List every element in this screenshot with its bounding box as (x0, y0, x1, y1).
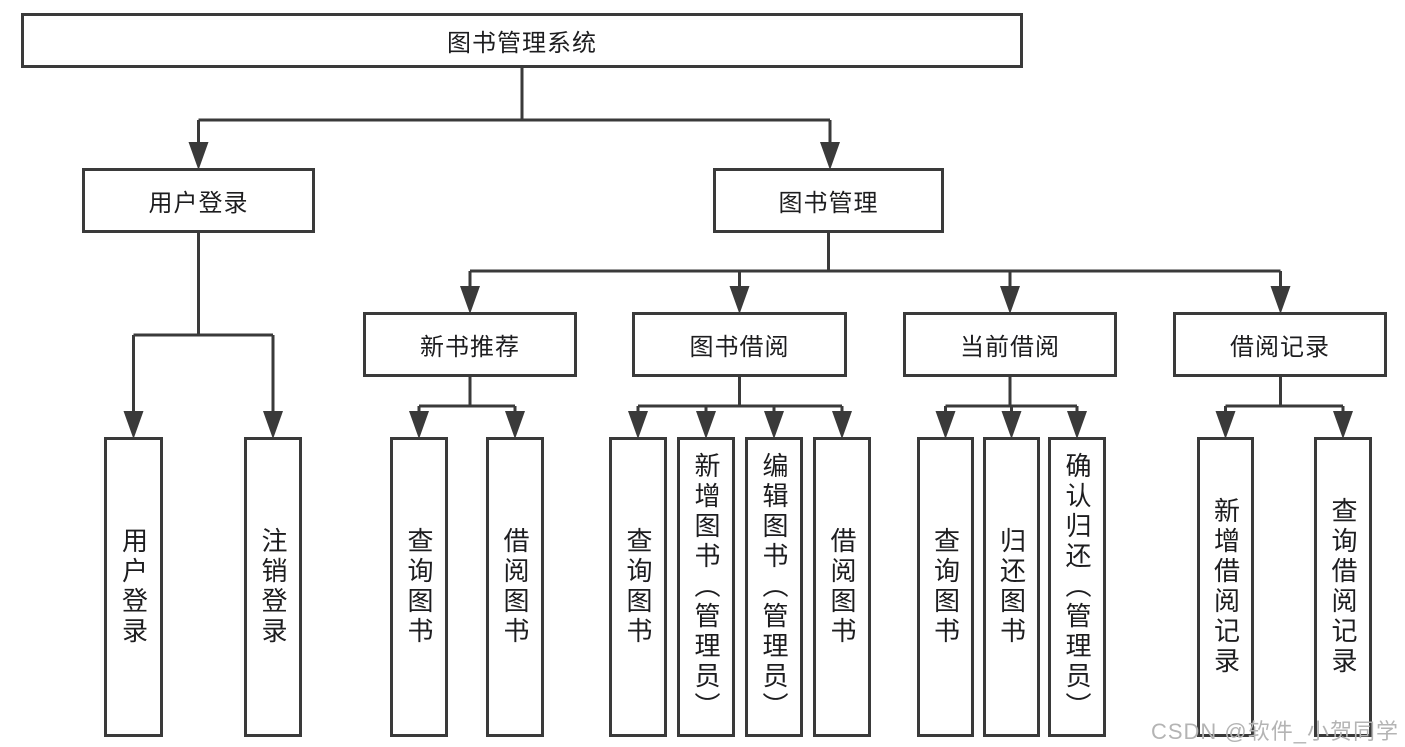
node-label: 当前借阅 (960, 334, 1060, 361)
node-borrow-record: 借阅记录 (1173, 312, 1387, 377)
arrowhead (1001, 411, 1022, 439)
arrowhead (188, 142, 209, 170)
node-new-book-recommend: 新书推荐 (363, 312, 577, 377)
node-library-management-system: 图书管理系统 (21, 13, 1023, 68)
node-label: 图书管理 (778, 190, 879, 217)
leaf-borrow-books: 借阅图书 (813, 437, 871, 737)
node-label: 新增借阅记录 (1210, 497, 1241, 677)
node-label: 借阅图书 (500, 527, 530, 647)
node-current-borrow: 当前借阅 (903, 312, 1117, 377)
node-label: 借阅记录 (1230, 334, 1330, 361)
arrowhead (1215, 411, 1236, 439)
arrowhead (1333, 411, 1353, 439)
arrowhead (696, 411, 716, 439)
arrowhead (123, 411, 144, 439)
node-label: 注销登录 (258, 527, 288, 647)
arrowhead (820, 142, 840, 170)
node-label: 查询图书 (623, 527, 653, 647)
node-label: 查询图书 (930, 527, 961, 647)
node-label: 用户登录 (118, 527, 149, 647)
arrowhead (729, 286, 750, 314)
leaf-query-books-current: 查询图书 (917, 437, 974, 737)
leaf-query-books-recommend: 查询图书 (390, 437, 448, 737)
arrowhead (628, 411, 648, 439)
node-book-borrow: 图书借阅 (632, 312, 847, 377)
node-label: 新增图书（管理员） (691, 452, 721, 722)
arrowhead (409, 411, 429, 439)
arrowhead (1067, 411, 1087, 439)
node-label: 借阅图书 (827, 527, 857, 647)
leaf-query-books-borrow: 查询图书 (609, 437, 667, 737)
leaf-add-borrow-record: 新增借阅记录 (1197, 437, 1254, 737)
arrowhead (1000, 286, 1020, 314)
arrowhead (1270, 286, 1291, 314)
node-label: 归还图书 (996, 527, 1027, 647)
arrowhead (505, 411, 525, 439)
node-label: 编辑图书（管理员） (759, 452, 789, 722)
leaf-query-borrow-record: 查询借阅记录 (1314, 437, 1372, 737)
node-user-login: 用户登录 (82, 168, 315, 233)
leaf-return-books: 归还图书 (983, 437, 1040, 737)
arrowhead (832, 411, 852, 439)
arrowhead (263, 411, 283, 439)
leaf-borrow-books-recommend: 借阅图书 (486, 437, 544, 737)
leaf-edit-books-admin: 编辑图书（管理员） (745, 437, 803, 737)
arrowhead (764, 411, 784, 439)
node-label: 确认归还（管理员） (1062, 452, 1092, 722)
node-label: 查询图书 (404, 527, 434, 647)
node-label: 图书管理系统 (447, 30, 597, 57)
node-label: 用户登录 (148, 190, 249, 217)
node-label: 新书推荐 (420, 334, 520, 361)
leaf-logout: 注销登录 (244, 437, 302, 737)
csdn-watermark: CSDN @软件_小贺同学 (1150, 719, 1399, 744)
arrowhead (935, 411, 956, 439)
arrowhead (460, 286, 480, 314)
node-book-management: 图书管理 (713, 168, 944, 233)
leaf-confirm-return-admin: 确认归还（管理员） (1048, 437, 1106, 737)
node-label: 图书借阅 (689, 334, 790, 361)
leaf-user-login: 用户登录 (104, 437, 163, 737)
node-label: 查询借阅记录 (1328, 497, 1358, 677)
leaf-add-books-admin: 新增图书（管理员） (677, 437, 735, 737)
